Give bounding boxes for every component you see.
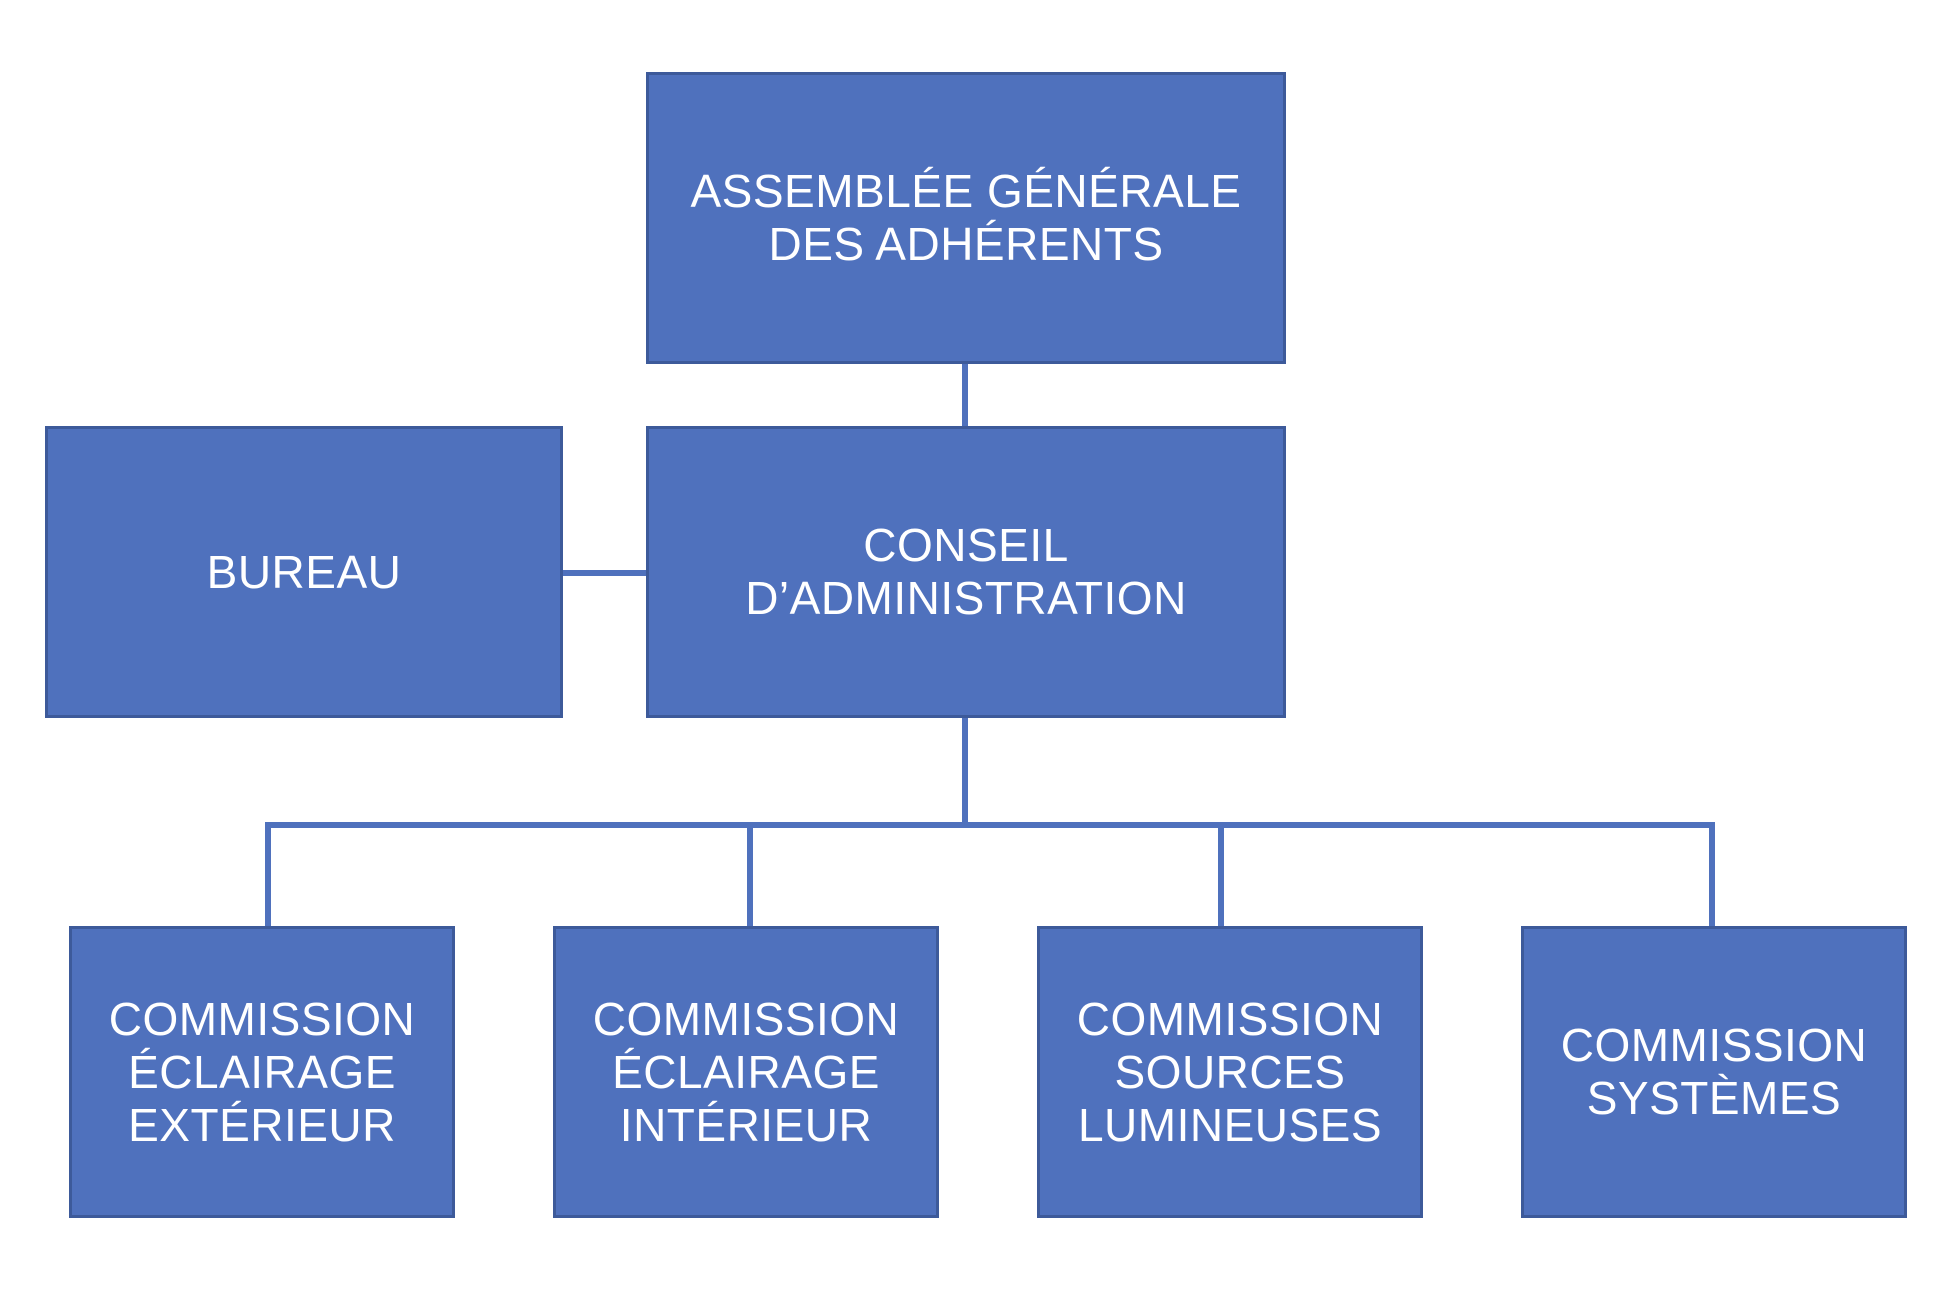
node-bureau: BUREAU: [45, 426, 563, 718]
node-conseil-administration: CONSEIL D’ADMINISTRATION: [646, 426, 1286, 718]
connector-drop-commission-4: [1709, 822, 1715, 926]
node-label: CONSEIL D’ADMINISTRATION: [745, 519, 1187, 624]
node-commission-eclairage-exterieur: COMMISSION ÉCLAIRAGE EXTÉRIEUR: [69, 926, 455, 1218]
node-label: BUREAU: [206, 545, 402, 598]
node-label-line: ÉCLAIRAGE: [612, 1045, 880, 1098]
node-label-line: INTÉRIEUR: [619, 1098, 873, 1151]
connector-drop-commission-3: [1218, 822, 1224, 926]
node-label-line: COMMISSION: [108, 992, 416, 1045]
node-label-line: COMMISSION: [592, 992, 900, 1045]
connector-drop-commission-1: [265, 822, 271, 926]
connector-conseil-commissions: [962, 718, 968, 828]
connector-bureau-conseil: [563, 570, 646, 576]
node-label-line: SYSTÈMES: [1586, 1072, 1842, 1124]
node-commission-eclairage-interieur: COMMISSION ÉCLAIRAGE INTÉRIEUR: [553, 926, 939, 1218]
node-label-line: ÉCLAIRAGE: [128, 1045, 396, 1098]
connector-assemblee-conseil: [962, 364, 968, 426]
node-commission-sources-lumineuses: COMMISSION SOURCES LUMINEUSES: [1037, 926, 1423, 1218]
node-label-line: COMMISSION: [1560, 1019, 1868, 1071]
node-label-line: DES ADHÉRENTS: [768, 218, 1164, 270]
node-label-line: ASSEMBLÉE GÉNÉRALE: [690, 165, 1242, 217]
node-commission-systemes: COMMISSION SYSTÈMES: [1521, 926, 1907, 1218]
node-label-line: EXTÉRIEUR: [128, 1098, 396, 1151]
node-label-line: LUMINEUSES: [1077, 1098, 1383, 1151]
node-label-line: SOURCES: [1114, 1045, 1346, 1098]
connector-drop-commission-2: [747, 822, 753, 926]
connector-commissions-bus: [265, 822, 1715, 828]
node-assemblee-generale: ASSEMBLÉE GÉNÉRALE DES ADHÉRENTS: [646, 72, 1286, 364]
node-label-line: COMMISSION: [1076, 992, 1384, 1045]
